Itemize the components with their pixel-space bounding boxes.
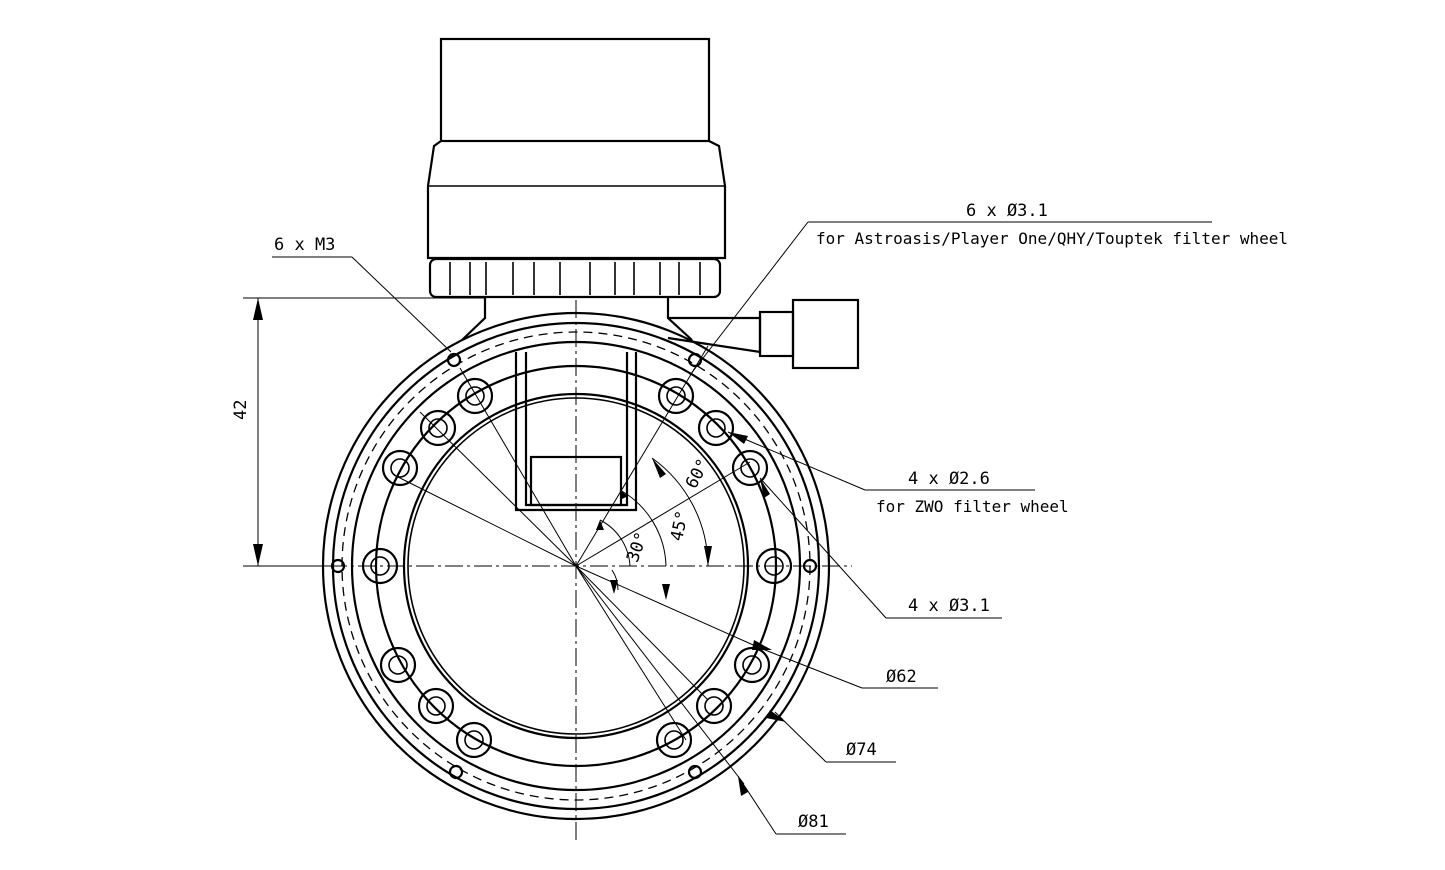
mount-hole	[733, 646, 771, 684]
mount-hole	[379, 646, 417, 684]
height-42-label: 42	[231, 400, 251, 420]
dia-62-label: Ø62	[886, 667, 917, 687]
mount-hole	[755, 547, 793, 585]
radial-lines	[395, 345, 761, 785]
qhy-holes-label: 6 x Ø3.1	[966, 201, 1048, 221]
mount-hole	[731, 449, 769, 487]
m3-hole	[446, 352, 462, 368]
bolt-holes	[330, 352, 818, 780]
arrowheads	[253, 298, 786, 796]
m3-holes-label: 6 x M3	[274, 235, 335, 255]
m3-hole	[687, 764, 703, 780]
qhy-note-label: for Astroasis/Player One/QHY/Touptek fil…	[816, 229, 1288, 248]
top-adapter	[426, 37, 860, 370]
m3-hole	[448, 764, 464, 780]
dia-74-label: Ø74	[846, 740, 877, 760]
dia-81-label: Ø81	[798, 812, 829, 832]
mount-hole	[419, 409, 457, 447]
annotations	[243, 221, 1212, 835]
mount-hole	[697, 409, 735, 447]
centerlines	[300, 300, 852, 842]
mount-hole	[381, 449, 419, 487]
zwo-holes-label: 4 x Ø2.6	[908, 469, 990, 489]
mount-hole	[655, 721, 693, 759]
mount-hole	[455, 721, 493, 759]
mount-hole	[361, 547, 399, 585]
holes-31-label: 4 x Ø3.1	[908, 596, 990, 616]
m3-hole	[802, 558, 818, 574]
mount-hole	[695, 687, 733, 725]
angle-45-label: 45°	[667, 509, 693, 543]
m3-hole	[330, 558, 346, 574]
zwo-note-label: for ZWO filter wheel	[876, 497, 1069, 516]
mount-hole	[417, 687, 455, 725]
mount-hole	[657, 377, 695, 415]
mount-hole	[456, 377, 494, 415]
